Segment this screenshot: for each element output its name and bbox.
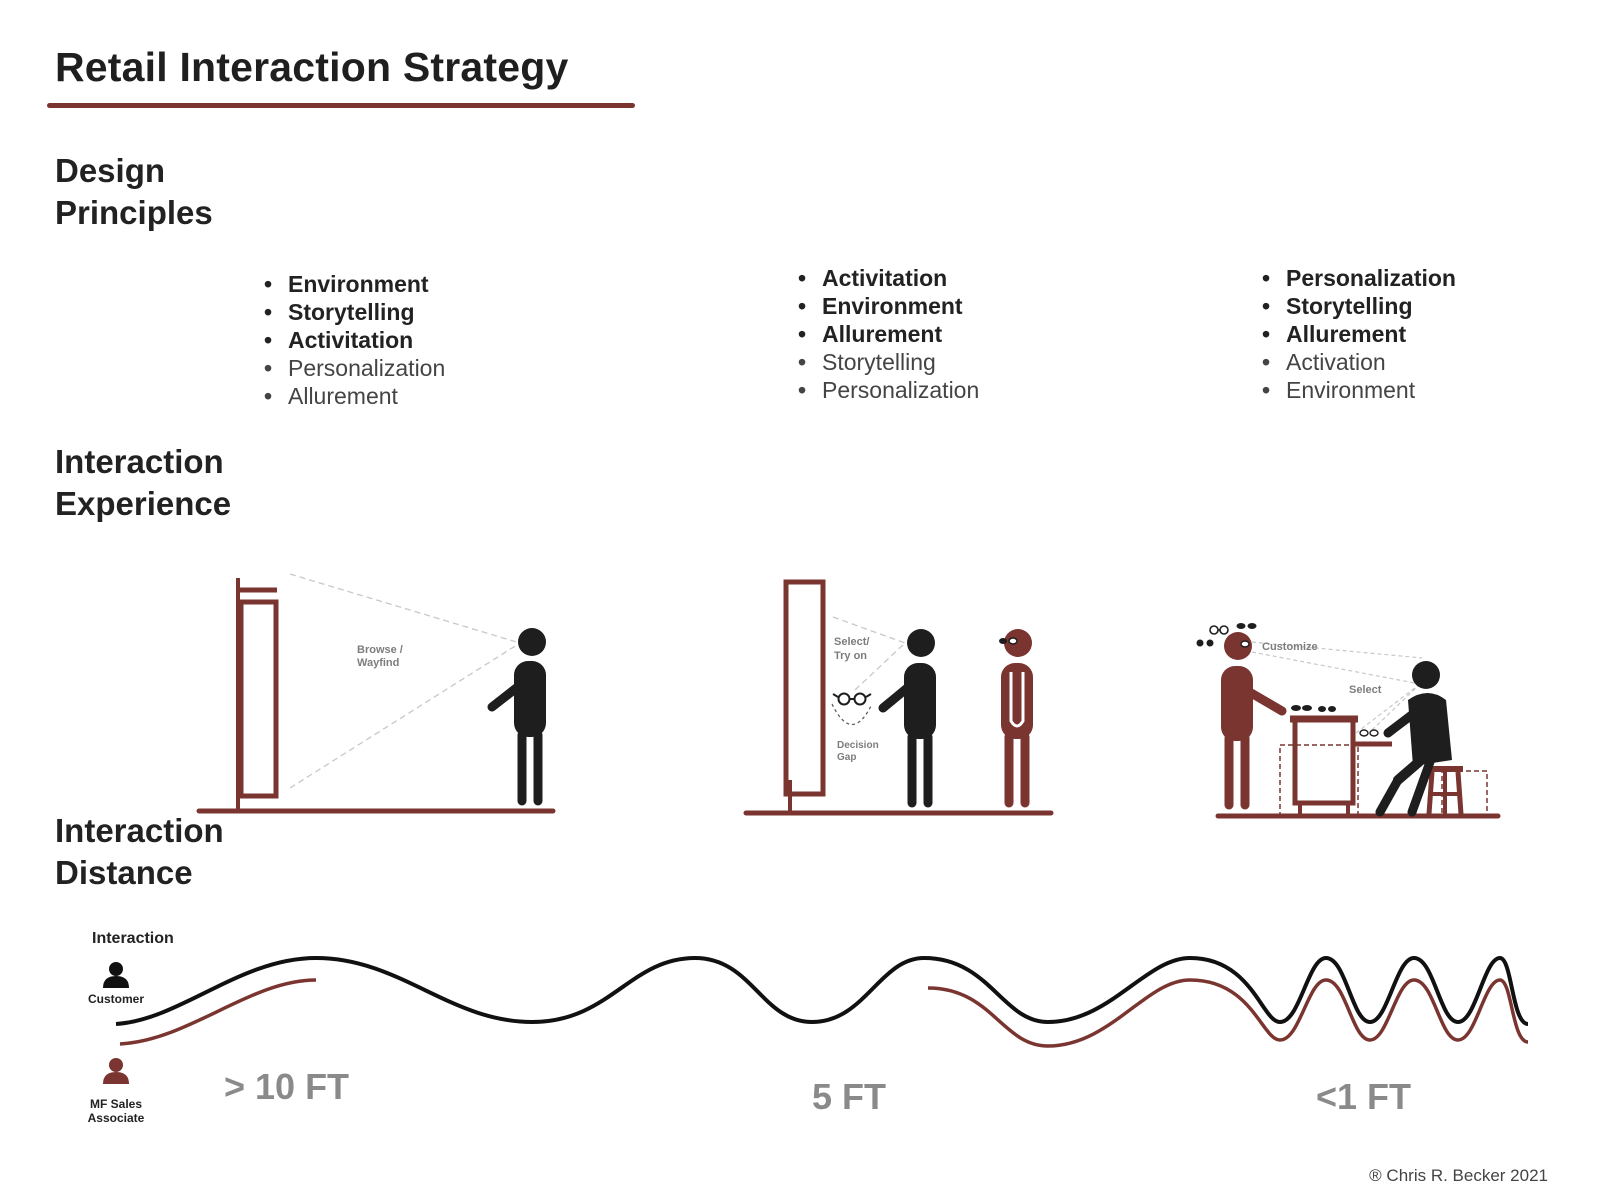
glasses-icon (1196, 623, 1257, 647)
decision-gap-arc (831, 703, 873, 725)
interaction-waves (115, 955, 1529, 1048)
associate-wave-line (927, 978, 1529, 1048)
sight-line (1251, 641, 1423, 659)
glasses-icon (1291, 705, 1336, 712)
customer-label: Customer (87, 992, 144, 1006)
list-item: Environment (264, 270, 445, 298)
title-underline (47, 103, 635, 108)
principles-list-1: Environment Storytelling Activitation Pe… (264, 270, 445, 410)
sight-line (832, 616, 906, 644)
scene-select-try-on: Select/ Try on Decision Gap (743, 579, 1054, 816)
list-item: Environment (798, 292, 979, 320)
stool-seat (1427, 766, 1463, 772)
glasses-icon (1359, 729, 1379, 737)
list-item: Activitation (798, 264, 979, 292)
list-item: Activitation (264, 326, 445, 354)
glasses-icon (1209, 625, 1229, 635)
person-icon (103, 1058, 129, 1084)
principles-list-2: Activitation Environment Allurement Stor… (798, 264, 979, 404)
distance-label-far: > 10 FT (224, 1066, 350, 1107)
sight-line (289, 642, 521, 789)
list-item: Personalization (264, 354, 445, 382)
person-icon (487, 628, 546, 806)
list-item: Storytelling (798, 348, 979, 376)
page-title: Retail Interaction Strategy (55, 44, 569, 90)
select2-label: Select (1349, 684, 1382, 696)
display-fixture (238, 599, 279, 799)
sight-line (1251, 651, 1421, 685)
sales-associate-figure (1001, 629, 1033, 808)
person-icon (103, 962, 129, 988)
select-label: Select/ Try on (834, 636, 873, 662)
distance-label-mid: 5 FT (812, 1076, 887, 1117)
person-icon (1375, 661, 1452, 817)
counter-footprint (1279, 744, 1359, 816)
sight-line (854, 642, 906, 691)
scene-customize: Customize Select (1196, 623, 1501, 819)
person-icon (878, 629, 936, 808)
counter-table (1292, 716, 1356, 806)
list-item: Environment (1262, 376, 1456, 404)
mirror-fixture (783, 579, 826, 797)
section-design-principles: Design Principles (55, 152, 213, 231)
sales-associate-figure (1221, 632, 1287, 810)
glasses-icon (1240, 640, 1250, 648)
browse-label: Browse / Wayfind (357, 644, 406, 669)
list-item: Allurement (1262, 320, 1456, 348)
decision-label: Decision Gap (837, 740, 881, 763)
distance-label-near: <1 FT (1316, 1076, 1412, 1117)
associate-wave-line-start (119, 978, 317, 1046)
list-item: Personalization (1262, 264, 1456, 292)
sight-line (289, 573, 521, 644)
principles-list-3: Personalization Storytelling Allurement … (1262, 264, 1456, 404)
scene-browse: Browse / Wayfind (196, 573, 556, 814)
list-item: Activation (1262, 348, 1456, 376)
section-interaction-distance: Interaction Distance (55, 812, 224, 891)
glasses-icon (999, 637, 1018, 645)
list-item: Personalization (798, 376, 979, 404)
list-item: Storytelling (1262, 292, 1456, 320)
list-item: Allurement (798, 320, 979, 348)
section-interaction-experience: Interaction Experience (55, 443, 232, 522)
customer-wave-line (115, 955, 1529, 1026)
customize-label: Customize (1262, 641, 1318, 653)
list-item: Allurement (264, 382, 445, 410)
glasses-icon (832, 692, 872, 706)
associate-label: MF Sales Associate (87, 1097, 145, 1125)
distance-header: Interaction (92, 930, 174, 947)
list-item: Storytelling (264, 298, 445, 326)
copyright-credit: ® Chris R. Becker 2021 (1369, 1166, 1548, 1185)
